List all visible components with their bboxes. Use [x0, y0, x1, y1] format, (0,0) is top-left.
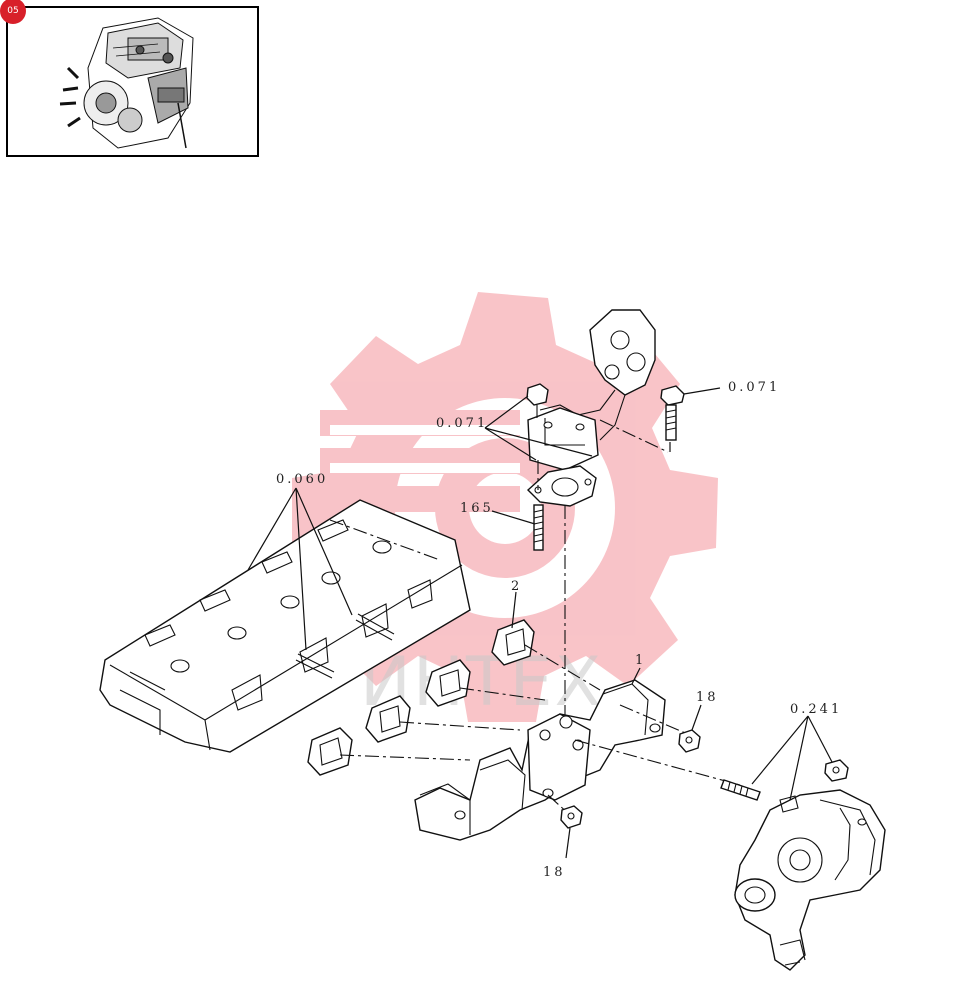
- turbo-stud[interactable]: [720, 779, 761, 801]
- exhaust-manifold[interactable]: [414, 679, 666, 841]
- callout-0071-top[interactable]: 0.071: [728, 380, 780, 395]
- gasket-3[interactable]: [425, 659, 471, 707]
- cylinder-head[interactable]: [99, 499, 471, 753]
- gasket-2[interactable]: [365, 695, 411, 743]
- centerline-nut-bottom: [547, 794, 571, 816]
- callout-18-bottom[interactable]: 18: [543, 865, 566, 880]
- exhaust-elbow[interactable]: [539, 309, 656, 441]
- elbow-bolt[interactable]: [660, 385, 685, 441]
- centerline-bolt: [599, 419, 669, 453]
- centerline-turbo: [574, 739, 741, 786]
- callout-1[interactable]: 1: [635, 653, 646, 668]
- leader-lines: [247, 387, 833, 859]
- manifold-gaskets[interactable]: [307, 619, 601, 776]
- turbo-nut[interactable]: [824, 759, 849, 782]
- nut-18-right[interactable]: [678, 729, 701, 753]
- callout-18-right[interactable]: 18: [696, 690, 719, 705]
- gasket-4[interactable]: [491, 619, 535, 666]
- callout-0071-left[interactable]: 0.071: [436, 416, 488, 431]
- adapter-gasket[interactable]: [526, 465, 597, 507]
- callout-0241[interactable]: 0.241: [790, 702, 842, 717]
- nut-18-bottom[interactable]: [560, 805, 583, 829]
- head-studs[interactable]: [295, 613, 395, 679]
- stud-165[interactable]: [533, 504, 544, 551]
- callout-2[interactable]: 2: [511, 579, 522, 594]
- adapter-nut[interactable]: [526, 383, 549, 418]
- engine-thumbnail-drawing: [59, 17, 194, 149]
- section-badge: 05: [0, 0, 26, 24]
- callout-165[interactable]: 165: [460, 501, 494, 516]
- turbocharger[interactable]: [734, 789, 886, 971]
- gasket-1[interactable]: [307, 727, 353, 776]
- centerline-nut: [619, 704, 691, 736]
- adapter-block[interactable]: [527, 407, 599, 471]
- engine-thumbnail[interactable]: 05: [0, 0, 259, 157]
- callout-0060[interactable]: 0.060: [276, 472, 328, 487]
